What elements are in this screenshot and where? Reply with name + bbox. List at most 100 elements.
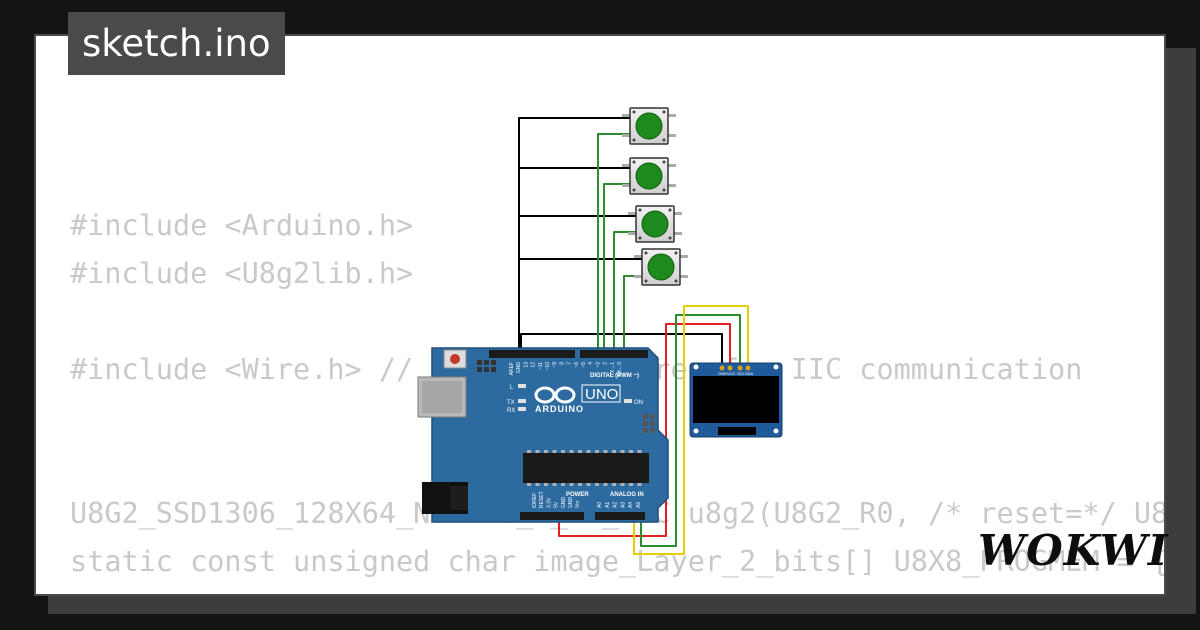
pin-label: 8 (559, 362, 565, 365)
chip-pin (552, 483, 557, 486)
pin-label: 5V (554, 501, 560, 508)
pin-label: GND (561, 497, 567, 509)
pin-label: AREF (509, 362, 515, 375)
chip-pin (603, 450, 608, 453)
analog-label: ANALOG IN (610, 492, 644, 498)
oled-pin-vcc: VCC (727, 371, 736, 376)
digital-header-left (489, 350, 575, 358)
svg-text:L: L (510, 385, 514, 391)
chip-pin (629, 450, 633, 453)
status-leds: L TX RX ON (507, 384, 643, 414)
power-label: POWER (566, 492, 589, 498)
pin-label: A1 (605, 502, 611, 508)
signal-wire-4 (623, 275, 642, 352)
sda-wire (633, 305, 749, 555)
pin-label: ~3 (595, 362, 601, 368)
pin-label: IOREF (532, 493, 538, 508)
power-header (520, 512, 584, 520)
oled-screen (693, 376, 779, 423)
pin-label: ~5 (581, 362, 587, 368)
code-line: #include <U8g2lib.h> (70, 257, 414, 290)
pin-label: ~9 (552, 362, 558, 368)
chip-pin (612, 483, 616, 486)
chip-pin (544, 483, 548, 486)
preview-card[interactable]: #include <Arduino.h> #include <U8g2lib.h>… (34, 34, 1166, 596)
chip-pin (620, 483, 625, 486)
pin-label: A4 (628, 502, 634, 508)
gnd-wire-bus (518, 117, 630, 348)
pin-label: A3 (620, 502, 626, 508)
scl-wire (640, 314, 741, 547)
code-background: #include <Arduino.h> #include <U8g2lib.h>… (70, 202, 1164, 586)
chip-pin (544, 450, 548, 453)
push-button-4[interactable] (634, 248, 688, 286)
signal-wire-1 (597, 133, 630, 352)
chip-pin (569, 483, 574, 486)
pin-label: GND (568, 497, 574, 509)
chip-pin (578, 483, 582, 486)
code-line: #include <Arduino.h> (70, 209, 414, 242)
pin-label: 3.3V (546, 497, 552, 508)
analog-header (595, 512, 645, 520)
pin-label: 2 (603, 362, 609, 365)
chip-pin (535, 483, 540, 486)
oled-pin-gnd: GND (718, 371, 727, 376)
gnd-wires (518, 117, 723, 366)
pin-label: RESET (539, 491, 545, 508)
digital-label: DIGITAL (PWM ~) (590, 373, 639, 379)
svg-text:TX: TX (507, 400, 515, 406)
pin-label: 12 (531, 362, 537, 368)
chip-pin (578, 450, 582, 453)
chip-pin (586, 450, 591, 453)
chip-pin (595, 450, 599, 453)
pin-label: 7 (567, 362, 573, 365)
chip-pin (603, 483, 608, 486)
chip-pin (620, 450, 625, 453)
code-line: static const unsigned char image_Layer_2… (70, 545, 1164, 578)
digital-header-right (580, 350, 648, 358)
chip-pin (637, 450, 642, 453)
pin-label: GND (516, 362, 522, 374)
signal-wire-2 (603, 183, 630, 352)
board-model: UNO (585, 386, 618, 403)
icsp-header (643, 414, 655, 433)
chip-pin (527, 450, 531, 453)
push-button-3[interactable] (628, 205, 682, 243)
pin-label: ~10 (545, 362, 551, 371)
svg-text:ON: ON (634, 400, 643, 406)
chip-pin (629, 483, 633, 486)
chip-pin (569, 450, 574, 453)
chip-pin (637, 483, 642, 486)
pin-label: 4 (588, 362, 594, 365)
gnd-wire-oled (520, 333, 723, 366)
pin-label: TX→1 (610, 362, 616, 376)
chip-pin (612, 450, 616, 453)
chip-pin (561, 483, 565, 486)
chip-pin (552, 450, 557, 453)
pin-label: 13 (523, 362, 529, 368)
pin-label: ~6 (574, 362, 580, 368)
wokwi-logo: WOKWI (978, 526, 1169, 575)
svg-text:RX: RX (507, 408, 515, 414)
pin-label: A2 (613, 502, 619, 508)
chip-pin (535, 450, 540, 453)
push-button-2[interactable] (622, 157, 676, 195)
pin-label: A5 (636, 502, 642, 508)
push-button-1[interactable] (622, 107, 676, 145)
oled-pin-sda: SDA (745, 371, 754, 376)
board-logo-text: ARDUINO (535, 404, 584, 414)
arduino-logo-icon (534, 386, 576, 404)
pin-label: ~11 (538, 362, 544, 370)
chip-pin (586, 483, 591, 486)
oled-pin-scl: SCL (737, 371, 746, 376)
oled-display[interactable]: GND VCC SCL SDA (689, 362, 783, 438)
oled-wires (558, 305, 749, 555)
pin-label: RX←0 (617, 362, 623, 377)
chip-pin (561, 450, 565, 453)
pin-label: A0 (597, 502, 603, 508)
